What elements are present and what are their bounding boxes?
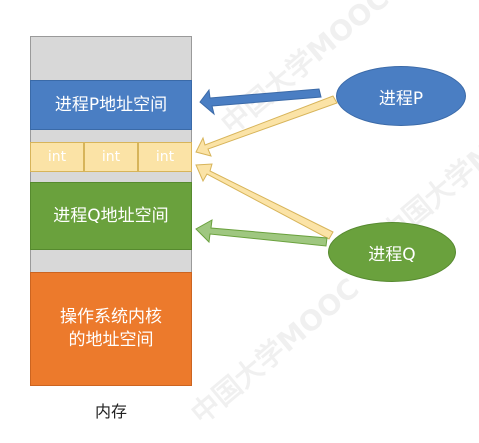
process-q-address-space: 进程Q地址空间 <box>30 182 192 250</box>
arrow-p-to-shared <box>195 95 338 157</box>
arrow-p-to-space <box>199 88 322 116</box>
process-q-node: 进程Q <box>328 222 456 282</box>
arrow-q-to-shared <box>195 163 334 240</box>
shared-int-cell: int <box>84 142 138 172</box>
shared-int-cell: int <box>138 142 192 172</box>
process-p-address-space: 进程P地址空间 <box>30 80 192 130</box>
memory-label: 内存 <box>94 402 127 421</box>
shared-int-cell: int <box>30 142 84 172</box>
arrow-q-to-space <box>195 219 328 247</box>
shared-memory-region: int int int <box>30 142 192 172</box>
process-p-node: 进程P <box>336 66 466 126</box>
os-kernel-address-space: 操作系统内核 的地址空间 <box>30 272 192 386</box>
